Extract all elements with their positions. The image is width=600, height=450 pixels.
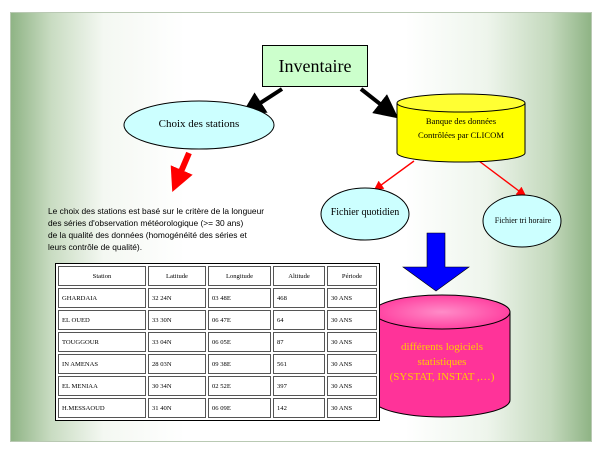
column-header: Altitude [273,266,325,286]
banque-label-line2: Contrôlées par CLICOM [418,130,504,140]
arrow-banque-to-trihoraire [478,160,527,197]
table-cell: IN AMENAS [58,354,146,374]
slide: Inventaire Choix des stations Banque des… [10,12,592,442]
table-cell: 30 ANS [327,354,377,374]
table-cell: 30 ANS [327,310,377,330]
choix-stations-label: Choix des stations [158,118,240,130]
selection-criteria-text: Le choix des stations est basé sur le cr… [48,205,338,253]
table-row: IN AMENAS 28 03N 09 38E 561 30 ANS [58,354,377,374]
cylinder-logiciels [373,294,511,418]
description-line: des séries d'observation météorologique … [48,218,244,228]
column-header: Latitude [148,266,206,286]
table-cell: 561 [273,354,325,374]
arrow-choix-to-description [170,151,193,193]
table-cell: 03 48E [208,288,271,308]
table-cell: 30 ANS [327,332,377,352]
table-cell: 30 ANS [327,288,377,308]
table-cell: 33 04N [148,332,206,352]
ellipse-fichier-quotidien [320,187,410,241]
table-cell: 87 [273,332,325,352]
description-line: Le choix des stations est basé sur le cr… [48,206,265,216]
table-cell: 468 [273,288,325,308]
table-cell: 28 03N [148,354,206,374]
arrow-inventaire-to-banque [359,87,399,119]
logiciels-label-line3: (SYSTAT, INSTAT ,…) [389,371,495,383]
description-line: de la qualité des données (homogénéité d… [48,230,247,240]
table-cell: 30 34N [148,376,206,396]
arrow-banque-to-quotidien [373,160,415,191]
table-cell: TOUGGOUR [58,332,146,352]
fichier-quotidien-label: Fichier quotidien [330,207,400,218]
table-cell: 33 30N [148,310,206,330]
table-row: EL OUED 33 30N 06 47E 64 30 ANS [58,310,377,330]
table-cell: 30 ANS [327,398,377,418]
table-cell: 06 47E [208,310,271,330]
description-line: leurs contrôle de qualité). [48,242,143,252]
ellipse-choix-stations [123,100,275,150]
inventaire-label: Inventaire [278,55,352,76]
table-cell: 31 40N [148,398,206,418]
table-cell: 142 [273,398,325,418]
logiciels-label-line1: différents logiciels [401,341,483,353]
table-row: GHARDAIA 32 24N 03 48E 468 30 ANS [58,288,377,308]
table-cell: H.MESSAOUD [58,398,146,418]
cylinder-banque [396,93,526,163]
table-row: TOUGGOUR 33 04N 06 05E 87 30 ANS [58,332,377,352]
table-cell: EL OUED [58,310,146,330]
table-cell: 09 38E [208,354,271,374]
table-cell: 397 [273,376,325,396]
table-cell: EL MENIAA [58,376,146,396]
column-header: Période [327,266,377,286]
diagram-canvas [123,87,562,418]
table-cell: 32 24N [148,288,206,308]
table-row: H.MESSAOUD 31 40N 06 09E 142 30 ANS [58,398,377,418]
table-row: EL MENIAA 30 34N 02 52E 397 30 ANS [58,376,377,396]
fichier-trihoraire-label: Fichier tri horaire [494,216,552,225]
table-cell: 30 ANS [327,376,377,396]
table-header-row: Station Latitude Longitude Altitude Péri… [58,266,377,286]
banque-label-line1: Banque des données [425,116,497,126]
blue-down-arrow [402,232,470,292]
arrow-inventaire-to-choix [240,87,284,116]
ellipse-fichier-trihoraire [482,194,562,248]
table-cell: GHARDAIA [58,288,146,308]
box-inventaire: Inventaire [262,45,368,87]
table-cell: 06 05E [208,332,271,352]
table-cell: 64 [273,310,325,330]
column-header: Station [58,266,146,286]
column-header: Longitude [208,266,271,286]
table-cell: 06 09E [208,398,271,418]
logiciels-label-line2: statistiques [417,356,467,368]
stations-table: Station Latitude Longitude Altitude Péri… [55,263,380,421]
table-cell: 02 52E [208,376,271,396]
